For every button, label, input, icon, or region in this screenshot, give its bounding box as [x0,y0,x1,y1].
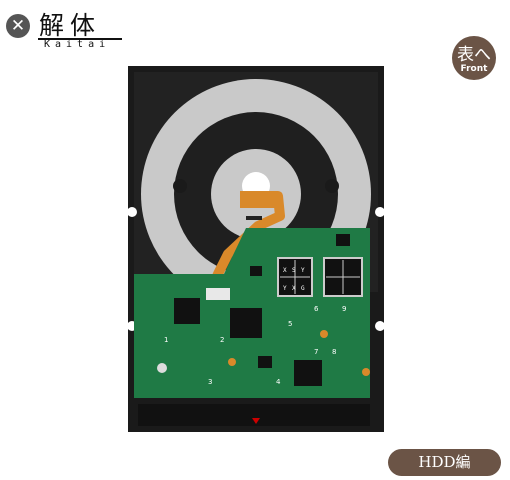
svg-text:2: 2 [220,336,224,344]
flex-connector [206,288,230,300]
hdd-illustration[interactable]: X S Y Y X G 1 2 3 4 5 6 7 8 9 [128,66,384,432]
chip-label: S [292,267,296,274]
chip [294,360,322,386]
svg-text:4: 4 [276,378,281,386]
svg-text:6: 6 [314,305,319,313]
sata-connector [138,404,370,426]
front-button-label: 表へ [457,45,491,65]
svg-text:1: 1 [164,336,168,344]
svg-text:7: 7 [314,348,318,356]
front-view-button[interactable]: 表へ Front [452,36,496,80]
chip-label: Y [301,267,305,274]
chip [230,308,262,338]
chip-label: G [301,285,305,292]
chip-label: X [292,285,296,292]
screw-hole [128,207,137,217]
svg-text:3: 3 [208,378,212,386]
chip-label: X [283,267,287,274]
chip-label: Y [283,285,287,292]
front-button-sublabel: Front [460,64,488,74]
svg-text:5: 5 [288,320,292,328]
app-logo: ✕ 解体 Kaitai [6,6,126,50]
chip [336,234,350,246]
close-icon[interactable]: ✕ [6,14,30,38]
chip [258,356,272,368]
chip [174,298,200,324]
svg-text:8: 8 [332,348,336,356]
screw-hole [375,207,384,217]
logo-underline [38,38,122,40]
logo-subtitle: Kaitai [44,39,111,50]
hdd-edition-button[interactable]: HDD編 [388,449,501,476]
arrow-marker [252,418,260,424]
chip [250,266,262,276]
screw-hole [375,321,384,331]
svg-text:9: 9 [342,305,346,313]
logo-title: 解体 [39,11,102,40]
